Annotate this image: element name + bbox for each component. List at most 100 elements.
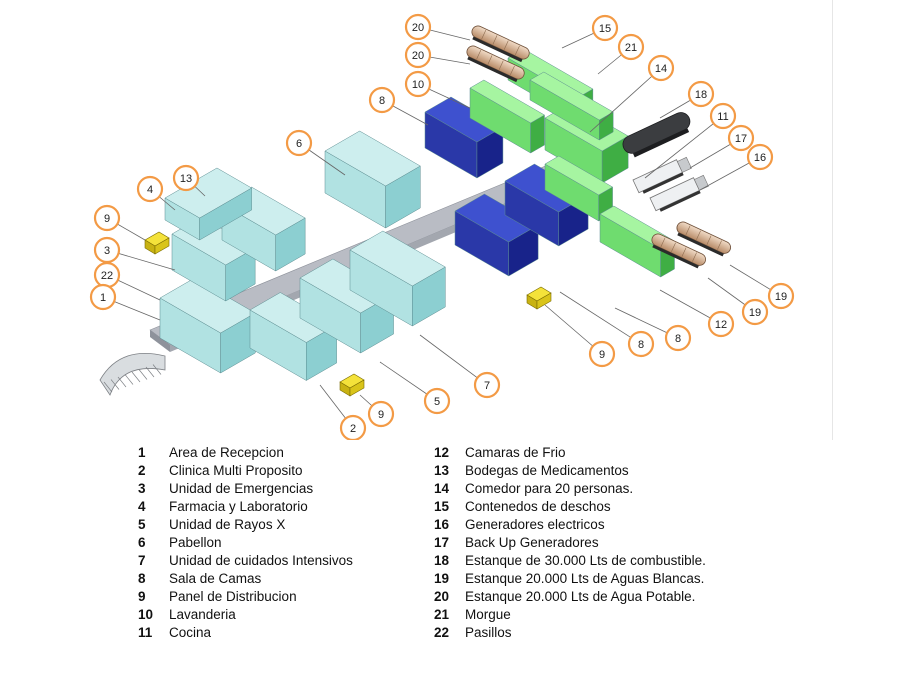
legend-label: Morgue [465,607,511,622]
marker-number: 8 [638,339,644,351]
legend-label: Farmacia y Laboratorio [169,499,308,514]
legend-number: 6 [138,535,146,550]
site-marker-8: 8 [627,330,655,358]
marker-circle [368,86,396,114]
site-marker-7: 7 [473,371,501,399]
legend-label: Pasillos [465,625,512,640]
legend-number: 1 [138,445,146,460]
corridor-edge [150,330,170,352]
marker-circle [767,282,795,310]
leader-line [419,334,488,386]
marker-number: 9 [599,349,605,361]
panel-distribucion-2 [526,286,552,310]
marker-circle [727,124,755,152]
panel-distribucion-1 [144,231,170,255]
tank-aguas-blancas-1 [651,233,706,269]
site-marker-4: 4 [136,175,164,203]
marker-circle [89,283,117,311]
building-lavanderia [469,79,545,154]
marker-number: 2 [350,423,356,435]
marker-circle [664,324,692,352]
marker-number: 20 [412,22,424,34]
marker-number: 18 [695,89,707,101]
tank-agua-potable-1 [471,25,530,63]
legend-number: 17 [434,535,450,550]
legend-number: 4 [138,499,146,514]
site-marker-6: 6 [285,129,313,157]
site-marker-9: 9 [588,340,616,368]
legend-label: Pabellon [169,535,222,550]
marker-number: 20 [412,50,424,62]
marker-number: 1 [100,292,106,304]
panel-distribucion-3 [339,373,365,397]
legend-label: Generadores electricos [465,517,605,532]
marker-circle [136,175,164,203]
legend-label: Unidad de Emergencias [169,481,314,496]
site-marker-17: 17 [727,124,755,152]
marker-number: 17 [735,133,747,145]
site-marker-12: 12 [707,310,735,338]
marker-number: 3 [104,245,110,257]
marker-circle [647,54,675,82]
marker-number: 16 [754,152,766,164]
legend-number: 9 [138,589,146,604]
site-marker-14: 14 [647,54,675,82]
marker-circle [404,70,432,98]
legend-label: Contenedos de deschos [465,499,611,514]
site-marker-9: 9 [367,400,395,428]
legend-label: Bodegas de Medicamentos [465,463,629,478]
marker-number: 9 [378,409,384,421]
marker-circle [404,41,432,69]
marker-number: 14 [655,63,667,75]
marker-number: 22 [101,270,113,282]
leader-line [559,291,642,345]
marker-number: 9 [104,213,110,225]
site-marker-2: 2 [339,414,367,440]
page-divider-line [832,0,833,440]
site-marker-3: 3 [93,236,121,264]
legend-label: Lavanderia [169,607,236,622]
marker-circle [172,164,200,192]
legend-number: 20 [434,589,450,604]
legend-label: Camaras de Frio [465,445,566,460]
legend-number: 7 [138,553,146,568]
legend-label: Estanque 20.000 Lts de Agua Potable. [465,589,696,604]
legend-number: 3 [138,481,146,496]
building-sala-camas-top [424,96,504,179]
legend-number: 5 [138,517,146,532]
marker-circle [285,129,313,157]
legend-label: Sala de Camas [169,571,262,586]
legend-number: 12 [434,445,450,460]
marker-number: 6 [296,138,302,150]
legend-number: 11 [138,625,153,640]
legend-number: 2 [138,463,146,478]
marker-number: 13 [180,173,192,185]
marker-circle [473,371,501,399]
site-marker-21: 21 [617,33,645,61]
legend-label: Panel de Distribucion [169,589,297,604]
marker-number: 8 [675,333,681,345]
legend-label: Estanque de 30.000 Lts de combustible. [465,553,706,568]
building-pabellon [324,130,421,229]
building-uci [349,230,446,327]
legend-label: Back Up Generadores [465,535,599,550]
legend-label: Comedor para 20 personas. [465,481,634,496]
marker-circle [588,340,616,368]
site-marker-18: 18 [687,80,715,108]
site-marker-22: 22 [93,261,121,289]
site-marker-11: 11 [709,102,737,130]
marker-circle [746,143,774,171]
building-morgue [529,71,614,141]
marker-number: 19 [749,307,761,319]
site-marker-10: 10 [404,70,432,98]
site-marker-9: 9 [93,204,121,232]
marker-circle [707,310,735,338]
legend-label: Cocina [169,625,212,640]
tank-aguas-blancas-2 [676,221,731,257]
site-marker-8: 8 [664,324,692,352]
building-recepcion [159,277,256,374]
marker-circle [423,387,451,415]
marker-number: 5 [434,396,440,408]
leader-line [589,67,662,133]
marker-number: 19 [775,291,787,303]
